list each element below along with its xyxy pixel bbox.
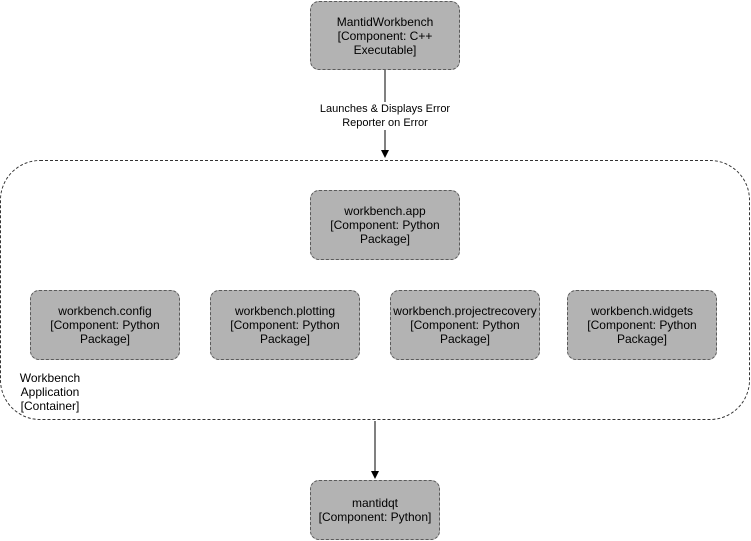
node-title: workbench.projectrecovery	[393, 304, 537, 318]
node-type: [Component: C++ Executable]	[337, 28, 433, 57]
node-title: workbench.widgets	[590, 304, 694, 318]
node-type: [Component: Python Package]	[230, 318, 340, 346]
node-mantidqt[interactable]: mantidqt[Component: Python]	[310, 480, 440, 540]
node-title: mantidqt	[351, 496, 398, 510]
container-name: Workbench Application	[19, 371, 81, 399]
node-type: [Component: Python Package]	[587, 318, 697, 346]
node-workbench-config[interactable]: workbench.config[Component: Python Packa…	[30, 290, 180, 360]
node-workbench-plotting[interactable]: workbench.plotting[Component: Python Pac…	[210, 290, 360, 360]
node-type: [Component: Python Package]	[330, 218, 440, 246]
container-label: Workbench Application [Container]	[18, 371, 82, 413]
workbench-application-container	[0, 160, 750, 420]
node-type: [Component: Python Package]	[50, 318, 160, 346]
node-workbench-widgets[interactable]: workbench.widgets[Component: Python Pack…	[567, 290, 717, 360]
node-type: [Component: Python Package]	[410, 318, 520, 346]
node-title: MantidWorkbench	[336, 14, 434, 29]
edge-launches-label: Launches & Displays Error Reporter on Er…	[300, 102, 470, 130]
node-type: [Component: Python]	[318, 510, 432, 524]
node-title: workbench.plotting	[234, 304, 336, 318]
node-mantidworkbench[interactable]: MantidWorkbench[Component: C++ Executabl…	[310, 1, 460, 70]
node-workbench-app[interactable]: workbench.app[Component: Python Package]	[310, 190, 460, 260]
container-type: [Container]	[20, 399, 80, 413]
node-title: workbench.app	[344, 204, 426, 218]
node-workbench-projectrecovery[interactable]: workbench.projectrecovery[Component: Pyt…	[390, 290, 540, 360]
node-title: workbench.config	[58, 304, 152, 318]
